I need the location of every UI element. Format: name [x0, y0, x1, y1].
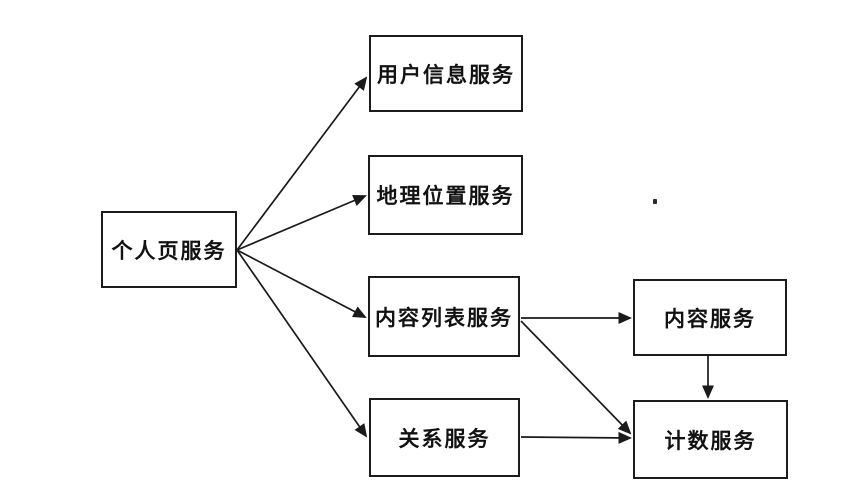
node-label-geo-location-service: 地理位置服务 [376, 185, 515, 208]
node-relation-service: 关系服务 [369, 398, 520, 477]
node-label-content-service: 内容服务 [664, 307, 756, 331]
node-label-content-list-service: 内容列表服务 [375, 306, 513, 330]
node-count-service: 计数服务 [633, 400, 788, 479]
node-label-relation-service: 关系服务 [398, 427, 491, 451]
node-label-personal-page-service: 个人页服务 [111, 239, 227, 263]
edge-personal-page-service--to--geo-location-service [236, 194, 367, 251]
edge-personal-page-service--to--user-info-service [236, 76, 368, 251]
node-label-user-info-service: 用户信息服务 [377, 63, 515, 87]
edge-personal-page-service--to--content-list-service [236, 249, 367, 318]
node-content-service: 内容服务 [633, 279, 787, 356]
node-personal-page-service: 个人页服务 [101, 211, 237, 288]
edge-content-list-service--to--count-service [520, 320, 632, 435]
node-user-info-service: 用户信息服务 [369, 35, 523, 112]
node-content-list-service: 内容列表服务 [368, 276, 520, 357]
node-label-count-service: 计数服务 [664, 429, 757, 453]
node-geo-location-service: 地理位置服务 [368, 155, 523, 235]
edge-relation-service--to--count-service [520, 431, 633, 444]
edge-personal-page-service--to--relation-service [236, 249, 368, 438]
edges-group [236, 76, 714, 444]
scan-artifact-dot [653, 199, 657, 204]
